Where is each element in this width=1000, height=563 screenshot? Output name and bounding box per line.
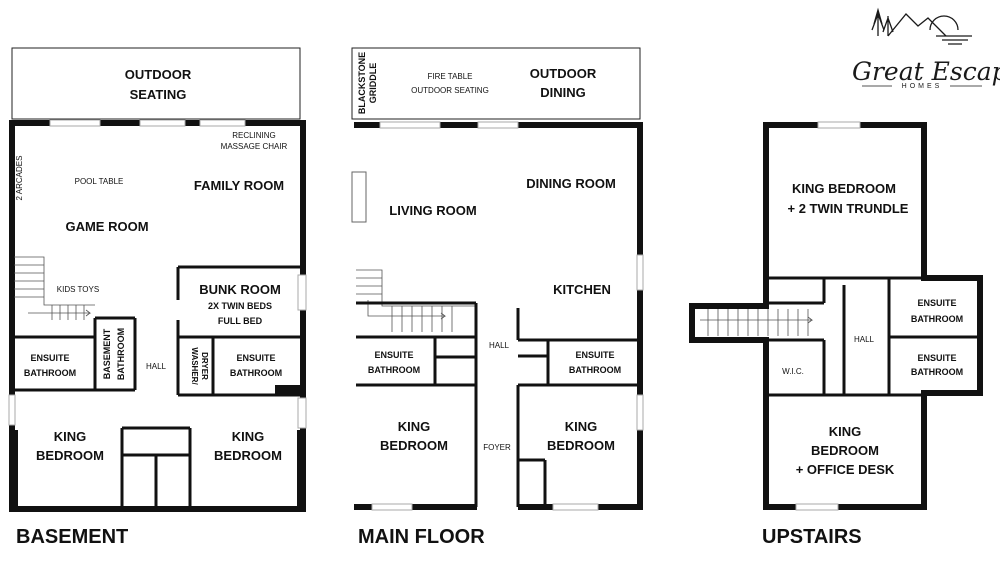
upstairs-plan: KING BEDROOM + 2 TWIN TRUNDLE ENSUITE BA…: [689, 121, 983, 548]
basement-reclining-label-2: MASSAGE CHAIR: [221, 142, 288, 151]
upstairs-king-bottom-1: KING: [829, 424, 862, 439]
basement-king-right-2: BEDROOM: [214, 448, 282, 463]
fireplace-icon: [351, 171, 367, 223]
basement-washer-label-1: WASHER/: [190, 347, 199, 385]
basement-washer-label-2: DRYER: [200, 352, 209, 380]
main-hall-label: HALL: [489, 341, 510, 350]
basement-bath-label-1: BASEMENT: [102, 328, 112, 379]
mountain-logo-icon: [871, 7, 972, 45]
basement-stairs: [14, 256, 95, 320]
main-walls: [356, 301, 640, 507]
upstairs-king-bottom-2: BEDROOM: [811, 443, 879, 458]
main-outdoor-dining-1: OUTDOOR: [530, 66, 597, 81]
basement-bath-label-2: BATHROOM: [116, 328, 126, 380]
upstairs-hall-label: HALL: [854, 335, 875, 344]
upstairs-ensuite-top-1: ENSUITE: [917, 298, 956, 308]
basement-bunk-beds-2: FULL BED: [218, 316, 263, 326]
upstairs-ensuite-top-2: BATHROOM: [911, 314, 963, 324]
main-ensuite-right-1: ENSUITE: [575, 350, 614, 360]
main-windows: [371, 121, 644, 511]
logo-brand: Great Escapes: [852, 57, 1000, 86]
main-living-room-label: LIVING ROOM: [389, 203, 476, 218]
logo: Great Escapes HOMES: [852, 7, 1000, 90]
main-king-left-2: BEDROOM: [380, 438, 448, 453]
main-foyer-label: FOYER: [483, 443, 511, 452]
main-king-right-1: KING: [565, 419, 598, 434]
upstairs-title: UPSTAIRS: [762, 526, 862, 548]
basement-bunk-room-label: BUNK ROOM: [199, 282, 281, 297]
main-stairs: [356, 269, 475, 332]
basement-hall-label: HALL: [146, 362, 167, 371]
main-king-right-2: BEDROOM: [547, 438, 615, 453]
main-outdoor-dining-2: DINING: [540, 85, 586, 100]
logo-sub: HOMES: [902, 83, 943, 90]
basement-plan: OUTDOOR SEATING: [8, 47, 307, 548]
upstairs-king-bottom-3: + OFFICE DESK: [796, 462, 895, 477]
basement-ensuite-left-1: ENSUITE: [30, 353, 69, 363]
basement-kids-toys-label: KIDS TOYS: [57, 285, 99, 294]
main-king-left-1: KING: [398, 419, 431, 434]
upstairs-king-top-2: + 2 TWIN TRUNDLE: [788, 201, 909, 216]
main-floor-title: MAIN FLOOR: [358, 526, 485, 548]
main-ensuite-right-2: BATHROOM: [569, 365, 621, 375]
upstairs-king-top-1: KING BEDROOM: [792, 181, 896, 196]
main-fire-table-label-2: OUTDOOR SEATING: [411, 86, 489, 95]
basement-game-room-label: GAME ROOM: [65, 219, 148, 234]
basement-ensuite-left-2: BATHROOM: [24, 368, 76, 378]
main-ensuite-left-1: ENSUITE: [374, 350, 413, 360]
basement-king-right-1: KING: [232, 429, 265, 444]
basement-ensuite-right-1: ENSUITE: [236, 353, 275, 363]
main-floor-plan: BLACKSTONE GRIDDLE FIRE TABLE OUTDOOR SE…: [351, 47, 644, 548]
main-ensuite-left-2: BATHROOM: [368, 365, 420, 375]
basement-ensuite-right-2: BATHROOM: [230, 368, 282, 378]
upstairs-wic-label: W.I.C.: [782, 367, 804, 376]
upstairs-walls: [766, 276, 980, 397]
basement-family-room-label: FAMILY ROOM: [194, 178, 284, 193]
basement-walls: [14, 265, 300, 506]
main-dining-room-label: DINING ROOM: [526, 176, 616, 191]
upstairs-ensuite-bottom-1: ENSUITE: [917, 353, 956, 363]
main-fire-table-label-1: FIRE TABLE: [427, 72, 472, 81]
basement-outdoor-label-2: SEATING: [130, 87, 187, 102]
basement-reclining-label-1: RECLINING: [232, 131, 276, 140]
basement-king-left-2: BEDROOM: [36, 448, 104, 463]
basement-title: BASEMENT: [16, 526, 128, 548]
basement-king-left-1: KING: [54, 429, 87, 444]
basement-outdoor-label-1: OUTDOOR: [125, 67, 192, 82]
upstairs-windows: [795, 121, 861, 511]
upstairs-stairs: [700, 309, 814, 336]
main-griddle-label-2: GRIDDLE: [368, 63, 378, 104]
basement-arcades-label: 2 ARCADES: [15, 156, 24, 201]
basement-bunk-beds-1: 2X TWIN BEDS: [208, 301, 272, 311]
upstairs-ensuite-bottom-2: BATHROOM: [911, 367, 963, 377]
main-kitchen-label: KITCHEN: [553, 282, 611, 297]
basement-windows: [8, 119, 307, 429]
main-griddle-label-1: BLACKSTONE: [357, 52, 367, 114]
basement-pool-table-label: POOL TABLE: [75, 177, 124, 186]
